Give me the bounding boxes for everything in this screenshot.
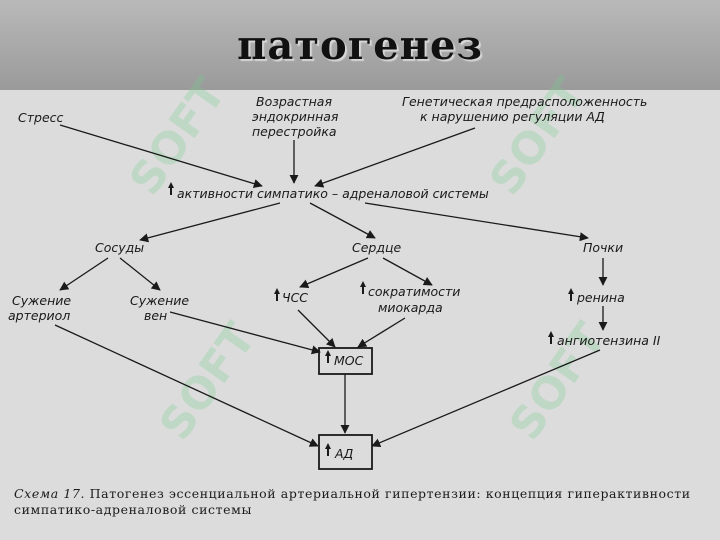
edge-hr-mos [297,309,336,348]
node-veins-line2: вен [144,308,167,323]
edge-sympa-kidneys [364,202,589,242]
caption-lead: Схема 17. [14,486,86,501]
node-stress: Стресс [18,110,64,125]
diagram-panel [0,90,720,540]
node-genetic-line1: Генетическая предрасположенность [402,94,647,109]
node-angiotensin: ангиотензина II [557,333,661,348]
increase-ad-icon [325,443,331,456]
node-genetic-line2: к нарушению регуляции АД [420,109,605,124]
node-sympathoadrenal: активности симпатико – адреналовой систе… [177,186,489,201]
increase-hr-icon [274,288,280,301]
node-veins-line1: Сужение [130,293,189,308]
node-contractility-line2: миокарда [378,300,443,315]
node-arterioles-line1: Сужение [12,293,71,308]
node-age-line3: перестройка [252,124,337,139]
edge-contractility-mos [357,317,406,348]
node-mos: МОС [334,353,364,368]
edge-heart-contractility [382,257,433,286]
slide-title: патогенез [237,22,483,69]
node-arterioles-line2: артериол [8,308,70,323]
edge-vessels-veins [119,257,161,291]
increase-renin-icon [568,288,574,301]
edge-gen-sympa [314,127,476,188]
increase-sympa-icon [168,182,174,195]
increase-contractility-icon [360,281,366,294]
increase-angio-icon [548,331,554,344]
ad-box [318,434,373,470]
node-age-line1: Возрастная [256,94,332,109]
figure-caption: Схема 17. Патогенез эссенциальной артери… [14,486,704,518]
node-heart: Сердце [352,240,402,255]
node-kidneys: Почки [583,240,623,255]
node-vessels: Сосуды [95,240,144,255]
edge-veins-mos [169,311,321,355]
title-bar: патогенез [0,0,720,90]
edge-stress-sympa [59,124,263,188]
edge-heart-hr [299,257,369,288]
edge-sympa-vessels [139,202,281,243]
mos-box [318,347,373,375]
edge-arterioles-ad [54,324,319,447]
node-ad: АД [334,446,354,461]
edge-sympa-heart [309,202,376,239]
node-renin: ренина [576,290,625,305]
node-heart-rate: ЧСС [282,290,308,305]
increase-glyphs [168,182,574,456]
edge-vessels-arterioles [59,257,109,291]
node-age-line2: эндокринная [252,109,339,124]
edge-angiotensin-ad [371,349,601,448]
node-contractility-line1: сократимости [368,284,460,299]
caption-text: Патогенез эссенциальной артериальной гип… [14,486,691,517]
arrow-edges [54,124,608,448]
increase-mos-icon [325,350,331,363]
